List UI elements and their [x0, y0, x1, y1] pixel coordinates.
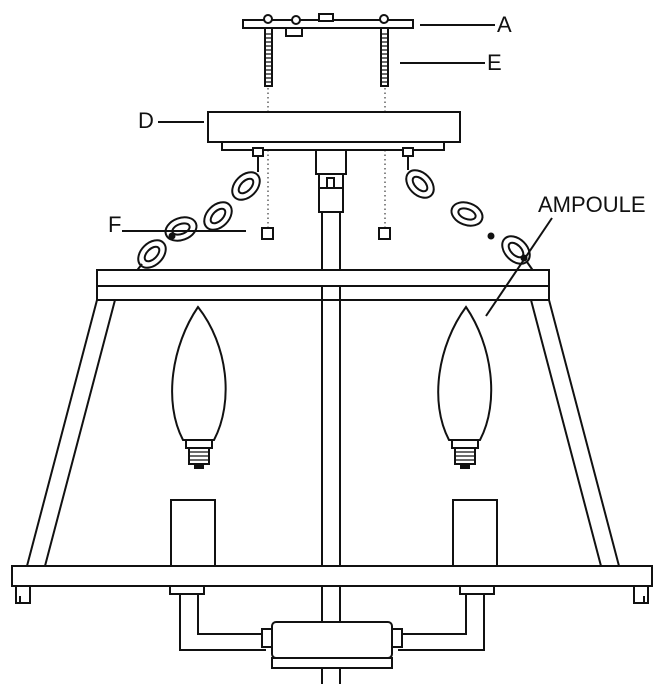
mounting-screws	[264, 27, 389, 87]
chain-left	[127, 147, 264, 283]
callout-a: A	[420, 12, 512, 37]
callout-e: E	[400, 50, 502, 75]
callout-d: D	[138, 108, 204, 133]
label-e: E	[487, 50, 502, 75]
nuts	[261, 227, 391, 240]
label-f: F	[108, 212, 121, 237]
shade-frame	[11, 269, 653, 604]
canopy	[207, 111, 461, 151]
label-d: D	[138, 108, 154, 133]
callout-ampoule: AMPOULE	[485, 192, 646, 317]
lower-body	[169, 585, 495, 684]
chain-right	[402, 147, 542, 283]
bulb-left	[171, 305, 227, 469]
label-a: A	[497, 12, 512, 37]
candle-sleeves	[170, 499, 498, 567]
bulb-right	[437, 305, 493, 469]
center-stem	[315, 149, 347, 684]
callout-f: F	[108, 212, 246, 237]
mounting-plate	[242, 13, 414, 37]
label-ampoule: AMPOULE	[538, 192, 646, 217]
